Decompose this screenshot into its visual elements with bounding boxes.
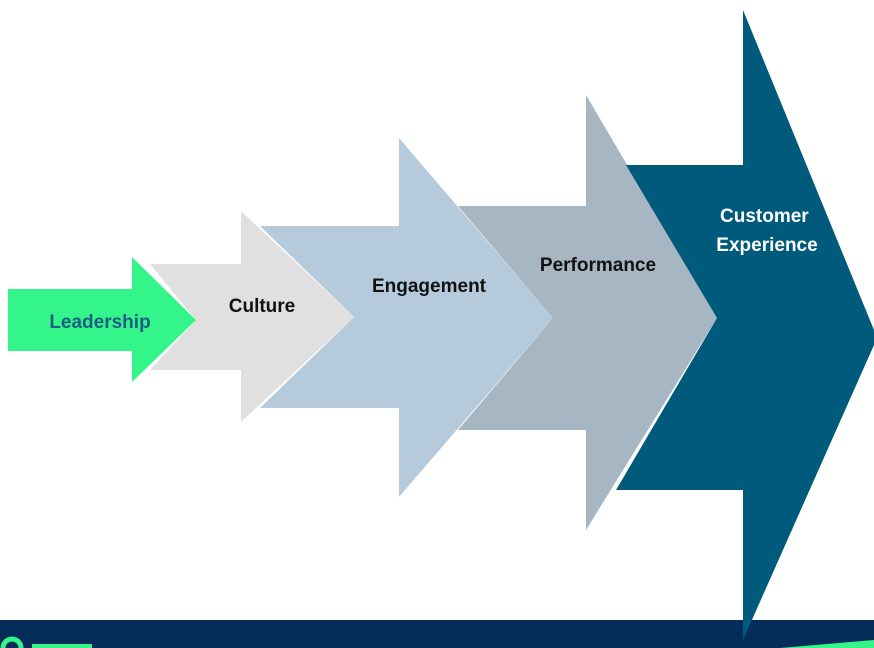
arrow-leadership-label: Leadership xyxy=(49,312,150,333)
footer-band xyxy=(0,620,874,648)
arrow-leadership: Leadership xyxy=(8,257,196,382)
arrow-culture: Culture xyxy=(150,211,354,422)
arrow-engagement-shape xyxy=(260,138,553,497)
arrow-leadership-shape xyxy=(8,257,196,382)
arrow-customer-experience-label-line2: Experience xyxy=(716,235,817,256)
arrow-engagement-label: Engagement xyxy=(372,276,487,297)
arrow-customer-experience: Customer Experience xyxy=(616,10,874,640)
arrow-customer-experience-label-line1: Customer xyxy=(720,206,809,227)
arrow-culture-shape xyxy=(150,211,354,422)
arrow-customer-experience-label: Customer Experience xyxy=(716,206,817,256)
arrow-customer-experience-shape xyxy=(616,10,874,640)
arrow-performance-shape xyxy=(458,95,717,530)
arrow-performance-label: Performance xyxy=(540,255,656,276)
footer-band-fill xyxy=(0,620,874,648)
arrow-engagement: Engagement xyxy=(260,138,553,497)
footer-accent-stripe xyxy=(780,640,874,648)
footer-logo-icon xyxy=(0,636,24,648)
arrow-culture-label: Culture xyxy=(229,296,296,317)
footer-logo-mark xyxy=(32,644,92,648)
arrow-performance: Performance xyxy=(458,95,717,530)
